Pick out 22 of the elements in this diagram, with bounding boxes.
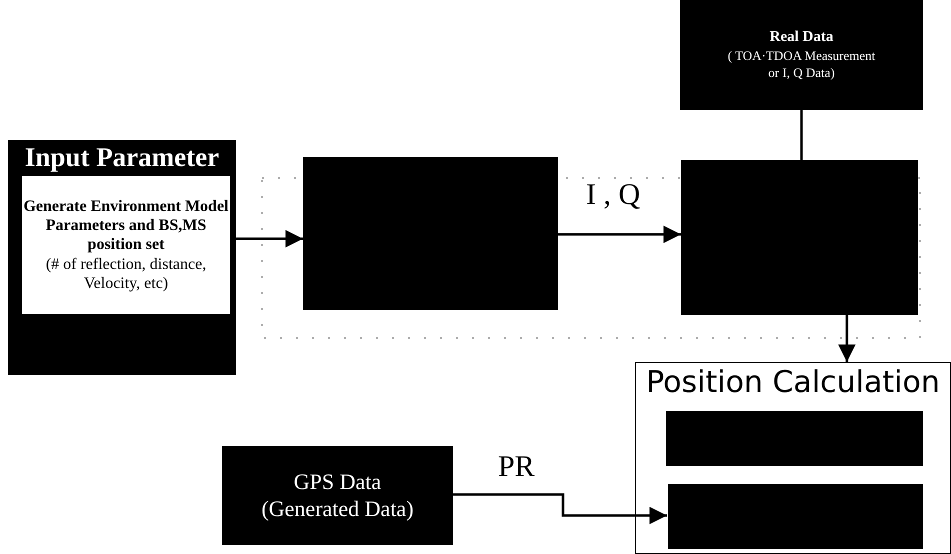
arrow	[453, 493, 667, 524]
arrow	[558, 226, 681, 244]
parameter-panel	[8, 140, 236, 375]
box-heading: Generate Environment Model Parameters and BS,MS position set	[22, 197, 230, 255]
panel-heading: Position Calculation	[646, 365, 940, 400]
panel-heading: Input Parameter	[24, 142, 220, 173]
arrow	[838, 315, 856, 362]
data-box	[222, 446, 453, 545]
process-box	[22, 176, 230, 314]
process-box	[303, 157, 558, 310]
method-box	[666, 411, 923, 466]
process-box	[681, 160, 918, 315]
method-box	[668, 484, 923, 549]
box-label: (Generated Data)	[261, 496, 414, 522]
box-body: (# of reflection, distance, Velocity, etc)	[44, 254, 208, 293]
box-label: GPS Data	[294, 469, 382, 496]
connector-line	[800, 110, 803, 160]
box-heading: Real Data	[768, 28, 834, 48]
arrow	[236, 230, 303, 248]
data-box	[680, 0, 923, 110]
box-body: ( TOA·TDOA Measurement or I, Q Data)	[726, 48, 876, 82]
calculation-panel	[635, 362, 951, 554]
